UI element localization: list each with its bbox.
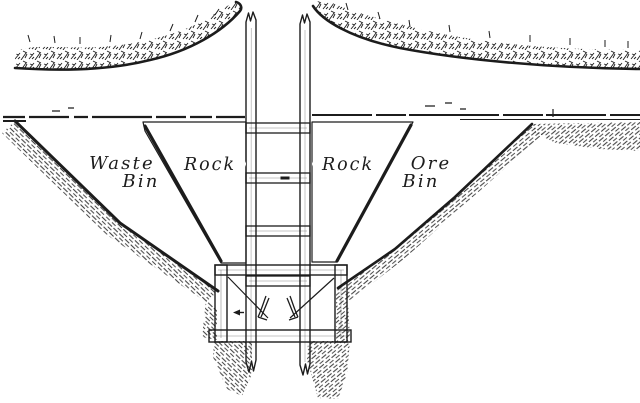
label-ore-bin-line2: Bin — [401, 171, 439, 192]
rock-left-halo — [174, 152, 246, 176]
rock-fill-left — [142, 121, 247, 264]
pit-wall-left — [2, 119, 252, 396]
shaft-timbers-ladder — [208, 11, 352, 376]
dump-mound-right — [311, 0, 640, 71]
ladder-rungs — [245, 122, 311, 287]
pit-wall-right — [307, 122, 640, 399]
flow-arrow-icon — [233, 309, 244, 316]
chute-slope-lines — [227, 276, 335, 319]
box-sill-beam — [208, 329, 352, 343]
chute-gates — [233, 295, 299, 321]
ground-surface — [3, 102, 640, 122]
label-rock-right: Rock — [321, 155, 374, 175]
rock-right-halo — [312, 152, 384, 176]
rock-fill-right — [311, 121, 414, 263]
dump-mound-left — [13, 0, 243, 71]
label-ore-bin-line1: Ore — [411, 153, 452, 174]
labels: Waste Bin Rock Rock Ore Bin — [89, 152, 452, 192]
label-waste-bin-line2: Bin — [121, 171, 159, 192]
label-rock-left: Rock — [183, 155, 236, 175]
label-waste-bin-line1: Waste — [89, 153, 155, 174]
chute-gate-box — [214, 264, 348, 343]
shaft-timber-left — [245, 11, 257, 373]
shaft-timber-right — [299, 13, 311, 376]
